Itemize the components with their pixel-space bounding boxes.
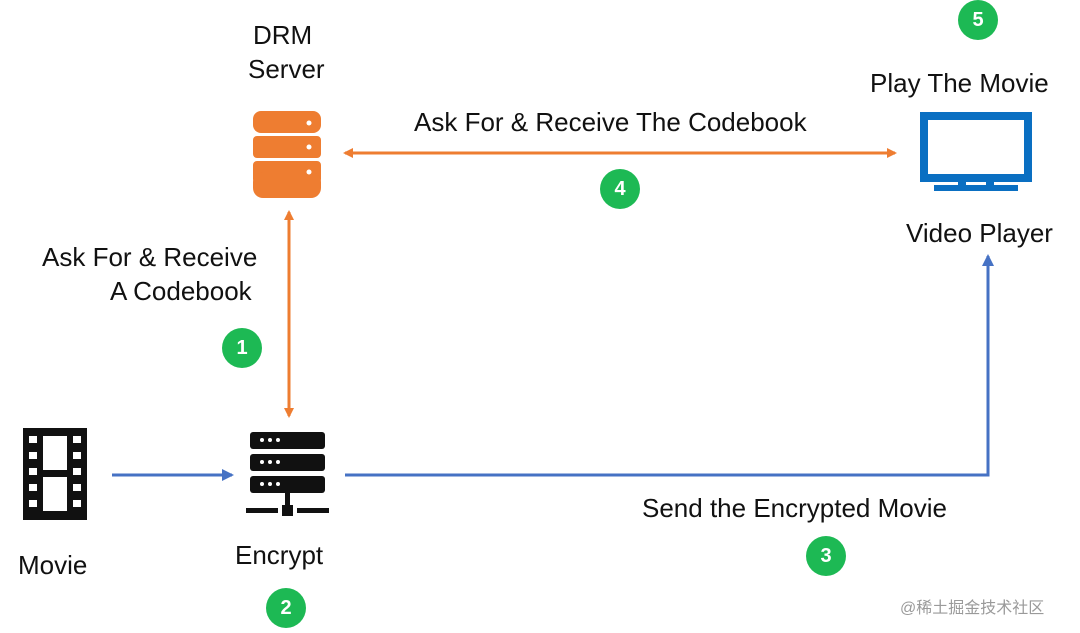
send-encrypted-label: Send the Encrypted Movie: [642, 493, 947, 523]
arrow-encrypt-to-player: [345, 254, 994, 477]
server-rack-icon: [246, 432, 329, 516]
database-icon: [253, 111, 321, 198]
step-badge-4: 4: [600, 169, 640, 209]
step-badge-2: 2: [266, 588, 306, 628]
video-player-label: Video Player: [906, 218, 1053, 248]
step-badge-1: 1: [222, 328, 262, 368]
ask-codebook-label-line2: A Codebook: [110, 276, 252, 306]
step-badge-3: 3: [806, 536, 846, 576]
play-movie-label: Play The Movie: [870, 68, 1049, 98]
movie-label: Movie: [18, 550, 88, 580]
ask-codebook-label-line1: Ask For & Receive: [42, 242, 258, 272]
monitor-icon: [920, 112, 1032, 191]
step-badge-5: 5: [958, 0, 998, 40]
drm-server-label-line2: Server: [248, 54, 325, 84]
encrypt-label: Encrypt: [235, 540, 324, 570]
ask-the-codebook-label: Ask For & Receive The Codebook: [414, 107, 807, 137]
drm-server-label-line1: DRM: [253, 20, 313, 50]
watermark: @稀土掘金技术社区: [900, 600, 1045, 617]
film-strip-icon: [23, 428, 87, 520]
